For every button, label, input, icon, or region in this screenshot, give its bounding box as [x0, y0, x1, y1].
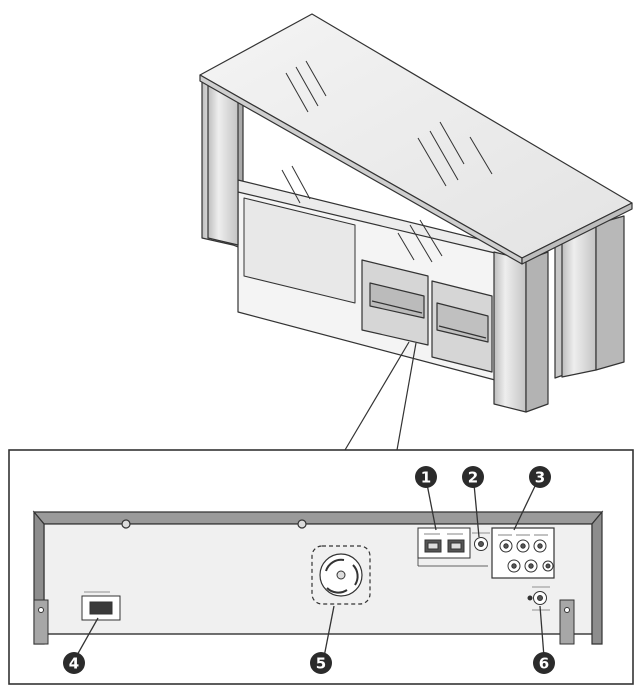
- screw-right: [297, 519, 307, 529]
- antenna-terminal: [527, 586, 550, 611]
- screw-left: [121, 519, 131, 529]
- power-inlet: [81, 591, 121, 621]
- callout-number-3: 3: [535, 469, 545, 487]
- callout-number-2: 2: [468, 469, 478, 487]
- lower-shelf-reflections: [281, 165, 443, 263]
- inset-leader-lines: [344, 341, 417, 451]
- rear-panel-inset: 1 2 3 4 5 6: [8, 449, 634, 685]
- stand-leg-front-right: [493, 251, 549, 413]
- callout-3: 3: [529, 466, 551, 488]
- callout-1: 1: [415, 466, 437, 488]
- callout-number-4: 4: [69, 655, 79, 673]
- coaxial-jack: [472, 532, 490, 551]
- rca-jack-group: [491, 527, 555, 579]
- stand-leg-far-right: [561, 215, 625, 378]
- callout-4: 4: [63, 652, 85, 674]
- stand-cabinet: [237, 179, 516, 381]
- stand-leg-front-left: [207, 81, 239, 246]
- callout-number-6: 6: [539, 655, 549, 673]
- connector-pair: [417, 527, 488, 567]
- callout-6: 6: [533, 652, 555, 674]
- callout-leaders: [75, 483, 545, 658]
- tv-stand: [199, 13, 633, 413]
- device-in-right-compartment: [436, 302, 489, 343]
- glass-top: [199, 13, 633, 265]
- callout-number-5: 5: [316, 655, 326, 673]
- callout-number-1: 1: [421, 469, 431, 487]
- callout-2: 2: [462, 466, 484, 488]
- device-in-left-compartment: [369, 282, 425, 319]
- mounting-bracket-right: [559, 599, 575, 645]
- callout-5: 5: [310, 652, 332, 674]
- mounting-bracket-left: [33, 599, 49, 645]
- cooling-fan: [311, 545, 371, 605]
